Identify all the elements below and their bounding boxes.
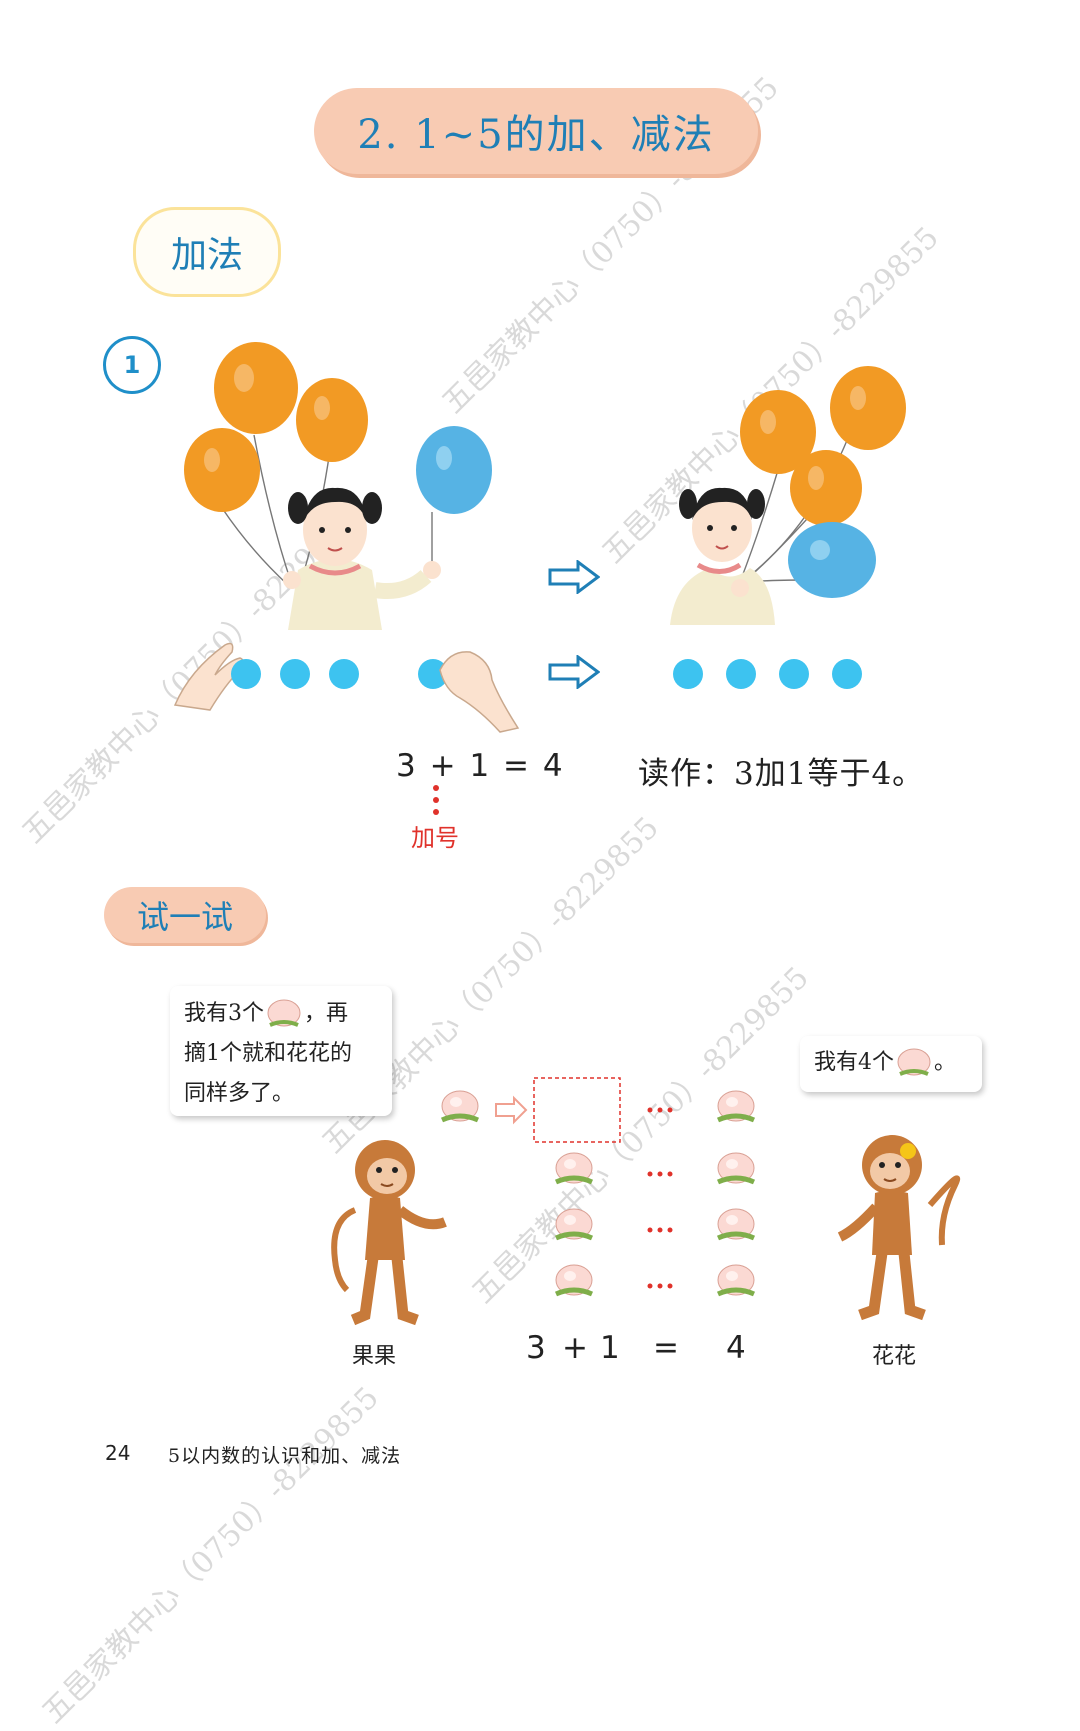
plus-sign: +: [562, 1330, 590, 1366]
peach: [718, 1153, 754, 1183]
peach: [718, 1091, 754, 1121]
page-number: 24: [105, 1441, 131, 1465]
plus-sign: +: [429, 748, 458, 784]
equation-reading: 读作：3加1等于4。: [638, 756, 925, 792]
orange-balloon: [296, 378, 368, 462]
peach: [556, 1265, 592, 1295]
bubble-line: 摘1个就和花花的: [184, 1041, 352, 1066]
blue-dot: [832, 659, 862, 689]
peach: [556, 1209, 592, 1239]
orange-balloon: [184, 428, 260, 512]
monkey-guoguo-illustration: [331, 1140, 447, 1326]
plus-sign-label: 加号: [411, 824, 459, 852]
arrow-right-icon: [495, 1095, 528, 1125]
orange-balloon: [740, 390, 816, 474]
addition-equation: 3 + 1 = 4: [396, 748, 565, 784]
bubble-line: 我有3个，再: [184, 994, 392, 1034]
peach: [718, 1265, 754, 1295]
blue-dot: [779, 659, 809, 689]
operand-a: 3: [396, 748, 418, 784]
blue-dot: [231, 659, 261, 689]
peach: [442, 1091, 478, 1121]
pointer-dots: [433, 785, 439, 815]
equation-result: 4: [726, 1330, 748, 1366]
empty-peach-box: [533, 1077, 621, 1143]
girl-with-balloons-illustration: [184, 342, 492, 630]
blue-balloon: [416, 426, 492, 514]
operand-b: 1: [600, 1330, 622, 1366]
section-label-text: 加法: [170, 235, 243, 276]
operand-a: 3: [526, 1330, 548, 1366]
equation-result: 4: [542, 748, 565, 784]
speech-bubble-left: 我有3个，再 摘1个就和花花的 同样多了。: [170, 986, 392, 1116]
orange-balloon: [214, 342, 298, 434]
page-title: 2. 1~5的加、减法: [357, 112, 715, 158]
blue-dot: [280, 659, 310, 689]
peach: [556, 1153, 592, 1183]
peach-icon: [267, 999, 301, 1027]
try-it-label: 试一试: [104, 887, 266, 943]
equals-sign: =: [653, 1330, 681, 1366]
peach-icon: [897, 1048, 931, 1076]
arrow-right-icon: [548, 560, 600, 594]
watermark: 五邑家教中心（0750）-8229855: [35, 1380, 386, 1731]
peach-comparison-grid: [430, 1077, 770, 1312]
orange-balloon: [830, 366, 906, 450]
title-banner: 2. 1~5的加、减法: [314, 88, 758, 174]
bubble-line: 同样多了。: [184, 1081, 295, 1106]
blue-dot: [726, 659, 756, 689]
monkey-name-left: 果果: [352, 1344, 397, 1369]
operand-b: 1: [469, 748, 492, 784]
blue-dot: [673, 659, 703, 689]
peach: [718, 1209, 754, 1239]
section-label: 加法: [133, 207, 281, 297]
example-number-badge: 1: [103, 336, 161, 394]
try-it-label-text: 试一试: [136, 898, 233, 936]
arrow-right-icon: [548, 655, 600, 689]
speech-bubble-right: 我有4个。: [800, 1036, 982, 1092]
monkey-name-right: 花花: [872, 1344, 917, 1369]
orange-balloon: [790, 450, 862, 526]
girl-with-four-balloons-illustration: [670, 366, 906, 625]
blue-dot: [329, 659, 359, 689]
monkey-huahua-illustration: [837, 1135, 961, 1321]
equals-sign: =: [503, 748, 532, 784]
right-hand-icon: [439, 651, 520, 733]
chapter-title: 5以内数的认识和加、减法: [168, 1445, 402, 1467]
blue-balloon: [788, 522, 876, 598]
